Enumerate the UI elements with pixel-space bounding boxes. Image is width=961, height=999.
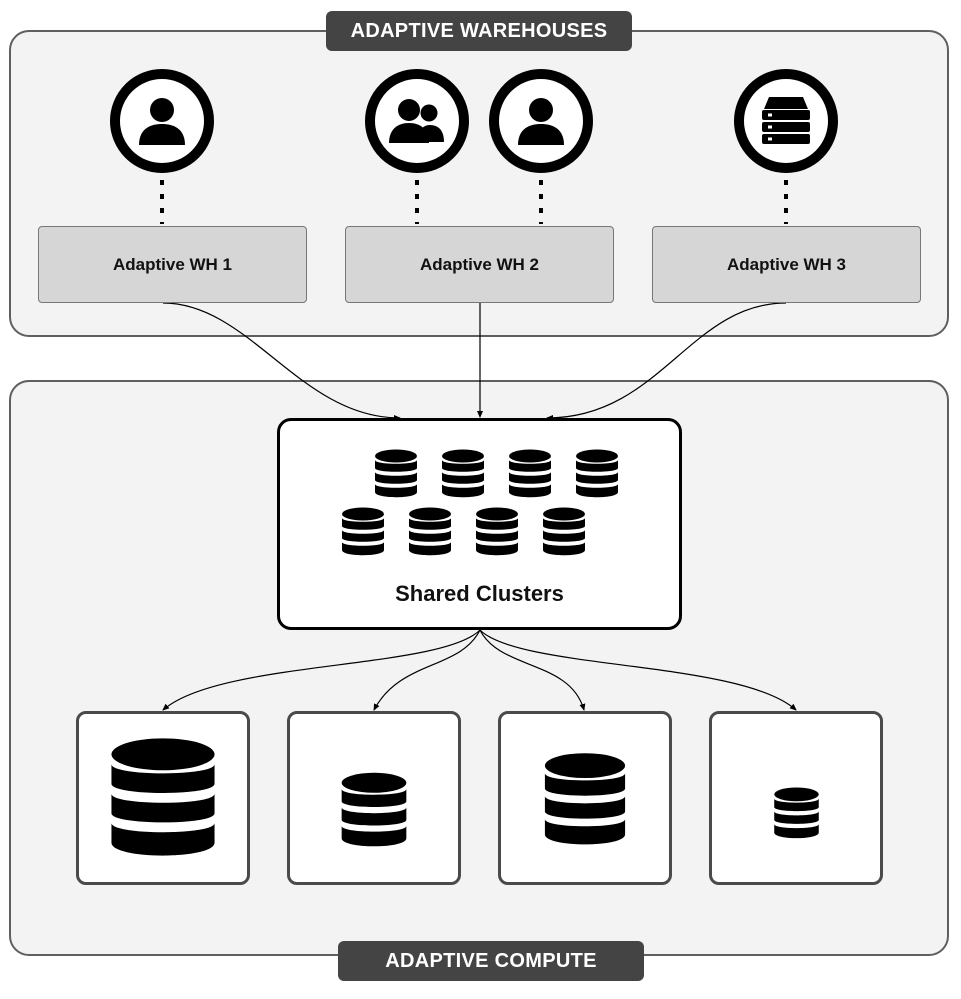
shared-clusters-label: Shared Clusters	[395, 581, 564, 606]
dotted-connector	[160, 180, 164, 224]
cluster-box-2	[287, 711, 461, 885]
connector-wh3-shared	[546, 302, 787, 421]
database-icon	[374, 449, 418, 504]
cluster-box-3	[498, 711, 672, 885]
user-icon	[110, 69, 214, 173]
cluster-box-4	[709, 711, 883, 885]
shared-clusters-box: Shared Clusters	[277, 418, 682, 630]
database-icon	[544, 753, 626, 845]
database-icon	[341, 772, 407, 846]
dotted-connector	[784, 180, 788, 224]
connector-shared-cluster-1	[162, 629, 481, 711]
dotted-connector	[539, 180, 543, 224]
database-icon	[508, 449, 552, 504]
database-icon	[441, 449, 485, 504]
connector-shared-cluster-3	[479, 629, 586, 711]
user-icon	[489, 69, 593, 173]
adaptive-warehouses-title: ADAPTIVE WAREHOUSES	[326, 11, 632, 51]
users-group-icon	[365, 69, 469, 173]
adaptive-wh-1: Adaptive WH 1	[38, 226, 307, 303]
adaptive-wh-3: Adaptive WH 3	[652, 226, 921, 303]
database-icon	[111, 737, 215, 856]
cluster-box-1	[76, 711, 250, 885]
server-icon	[734, 69, 838, 173]
connector-shared-cluster-4	[479, 629, 797, 711]
adaptive-wh-2: Adaptive WH 2	[345, 226, 614, 303]
database-icon	[575, 449, 619, 504]
adaptive-compute-title: ADAPTIVE COMPUTE	[338, 941, 644, 981]
database-icon	[542, 507, 586, 562]
database-icon	[475, 507, 519, 562]
database-icon	[341, 507, 385, 562]
dotted-connector	[415, 180, 419, 224]
database-icon	[773, 787, 819, 838]
connector-shared-cluster-2	[373, 629, 481, 711]
connector-wh1-shared	[162, 302, 401, 421]
database-icon	[408, 507, 452, 562]
